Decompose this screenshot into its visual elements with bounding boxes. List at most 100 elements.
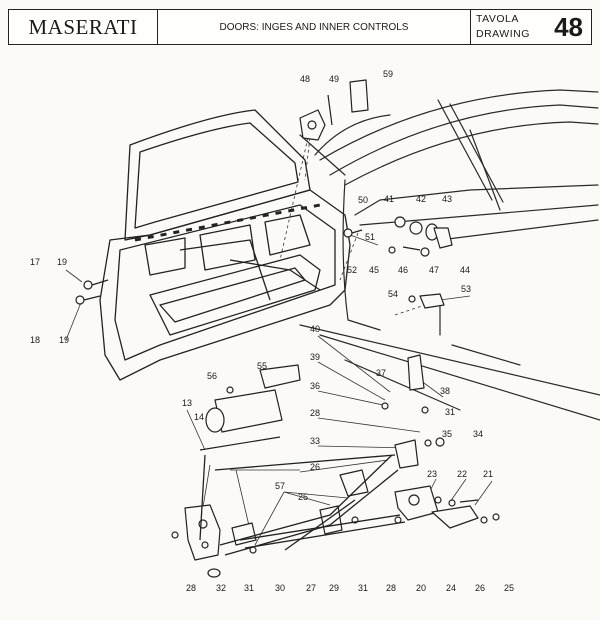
hinge-pin-49 [327,94,333,126]
part-callout-35: 35 [442,429,452,439]
part-callout-31: 31 [445,407,455,417]
part-callout-40: 40 [310,324,320,334]
striker-plate-59 [349,79,369,113]
screw-56 [226,386,234,394]
bracket-53 [419,293,445,309]
part-callout-19: 19 [57,257,67,267]
part-callout-53: 53 [461,284,471,294]
part-callout-48: 48 [300,74,310,84]
part-callout-38: 38 [440,386,450,396]
part-callout-44: 44 [460,265,470,275]
bracket-29 [319,505,343,535]
part-callout-31: 31 [358,583,368,593]
part-callout-21: 21 [483,469,493,479]
part-callout-59: 59 [383,69,393,79]
nut-23 [434,496,442,504]
cover-24 [431,505,479,529]
part-callout-26: 26 [475,583,485,593]
bolt-17 [83,280,93,290]
part-callout-24: 24 [446,583,456,593]
clip-28-c [171,531,179,539]
part-callout-39: 39 [310,352,320,362]
parts [75,79,500,578]
part-callout-33: 33 [310,436,320,446]
lock-cylinder-14 [205,407,225,433]
drawing-label: DRAWING [476,28,530,40]
part-callout-54: 54 [388,289,398,299]
clip-32 [207,568,221,578]
nut-26 [480,516,488,524]
washer-47 [420,247,430,257]
part-callout-25: 25 [504,583,514,593]
part-callout-28: 28 [186,583,196,593]
part-callout-14: 14 [194,412,204,422]
drawing-number-box: TAVOLA DRAWING 48 [470,10,591,44]
car-body-lines [299,89,600,421]
part-callout-43: 43 [442,194,452,204]
knob-44 [433,227,453,249]
part-callout-32: 32 [216,583,226,593]
control-rods [199,454,406,556]
latch-pivot [408,494,420,506]
part-callout-37: 37 [376,368,386,378]
part-callout-55: 55 [257,361,267,371]
part-callout-47: 47 [429,265,439,275]
rod-joint-33 [394,439,419,469]
part-callout-42: 42 [416,194,426,204]
part-callout-45: 45 [369,265,379,275]
bolt-18 [75,295,85,305]
bolt-50 [343,228,353,238]
part-callout-29: 29 [329,583,339,593]
part-callout-26: 26 [310,462,320,472]
clip-35 [424,439,432,447]
part-callout-49: 49 [329,74,339,84]
part-callout-30: 30 [275,583,285,593]
part-callout-56: 56 [207,371,217,381]
washer-34 [435,437,445,447]
washer-42 [409,221,423,235]
callout-leaders [65,234,493,546]
part-callout-52: 52 [347,265,357,275]
door-trim [134,203,321,242]
drawing-number: 48 [554,12,583,42]
part-callout-13: 13 [182,398,192,408]
clip-36 [381,402,389,410]
lock-mechanism-28 [184,504,221,561]
washer-41 [394,216,406,228]
lock-body-55 [214,389,283,433]
part-callout-19: 19 [59,335,69,345]
part-callout-25: 25 [298,492,308,502]
hinge-pin [307,120,317,130]
bracket-30 [231,522,257,546]
part-callout-18: 18 [30,335,40,345]
door-panel [99,109,351,381]
part-callout-28: 28 [386,583,396,593]
part-callout-41: 41 [384,194,394,204]
rod-46 [402,246,421,251]
bracket-57 [339,469,369,497]
brand-logo: MASERATI [9,10,158,44]
screw-54 [408,295,416,303]
clip-28-b [394,516,402,524]
part-callout-50: 50 [358,195,368,205]
rod-13 [199,436,281,451]
clip-31 [421,406,429,414]
title-block: MASERATI DOORS: INGES AND INNER CONTROLS… [8,9,592,45]
screw-45 [388,246,396,254]
washer-25 [492,513,500,521]
tavola-label: TAVOLA [476,13,519,25]
screw-21 [459,499,479,503]
part-callout-23: 23 [427,469,437,479]
lock-bracket [259,364,301,389]
part-callout-51: 51 [365,232,375,242]
part-callout-20: 20 [416,583,426,593]
part-callout-31: 31 [244,583,254,593]
part-callout-57: 57 [275,481,285,491]
callout-labels: 48 49 59 50 51 52 41 42 43 45 46 47 44 54 53 17 19 18 19 40… [30,69,514,593]
washer-22 [448,499,456,507]
part-callout-34: 34 [473,429,483,439]
bracket-37 [407,354,425,391]
part-callout-46: 46 [398,265,408,275]
part-callout-17: 17 [30,257,40,267]
